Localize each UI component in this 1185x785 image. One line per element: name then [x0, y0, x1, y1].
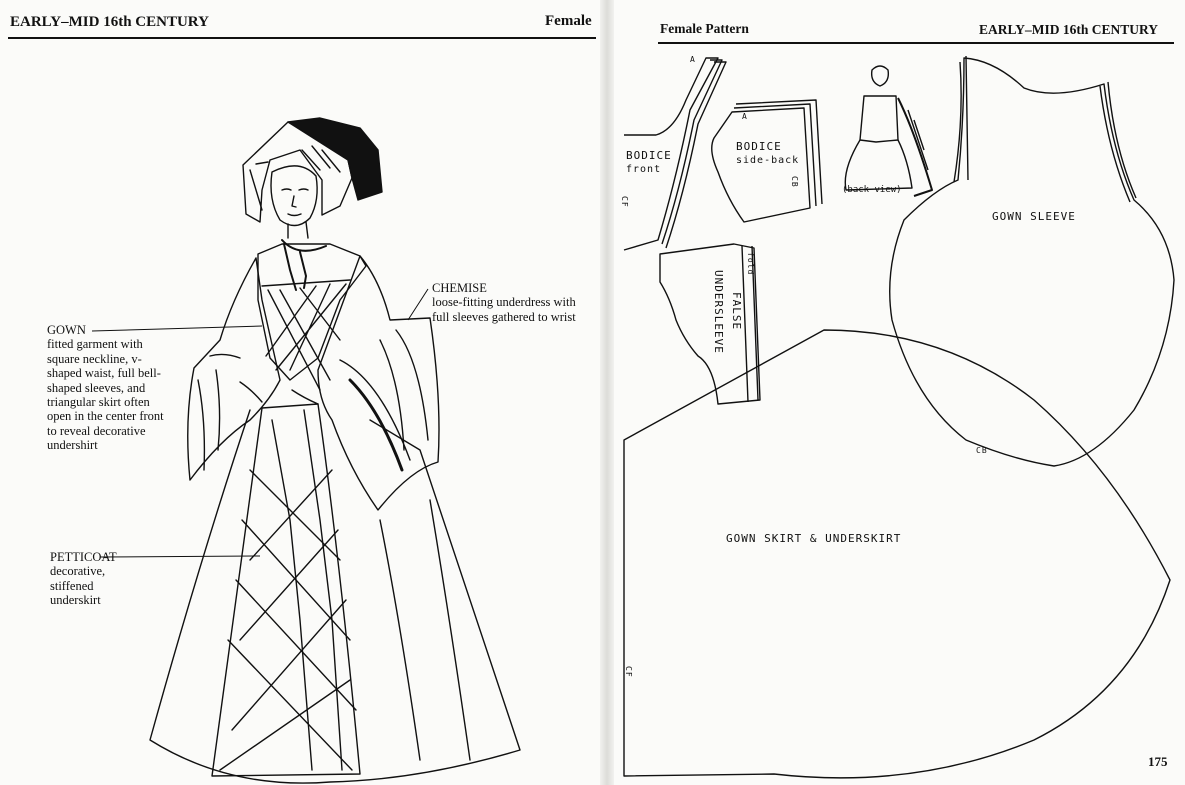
bodice-front-label-1: BODICE [626, 149, 672, 162]
cb-mark-sideback: CB [790, 176, 799, 188]
pattern-diagram [623, 55, 1175, 779]
right-sleeve [317, 255, 440, 511]
gown-label-title: GOWN [47, 323, 86, 337]
gown-illustration [91, 117, 521, 784]
bodice-sideback-piece [711, 99, 823, 223]
chemise-label-description: loose-fitting underdress with full sleev… [432, 295, 576, 324]
back-view-label: (back view) [842, 185, 902, 195]
gown-skirt-piece [623, 329, 1171, 779]
petticoat-label-title: PETTICOAT [50, 550, 117, 564]
cb-mark-skirt: CB [976, 446, 988, 455]
fold-mark: fold [746, 252, 755, 276]
gown-skirt [149, 409, 521, 784]
gown-sleeve-piece [889, 55, 1175, 467]
gown-skirt-label: GOWN SKIRT & UNDERSKIRT [726, 532, 902, 545]
page-number: 175 [1148, 754, 1168, 769]
right-header-section: EARLY–MID 16th CENTURY [979, 22, 1159, 37]
left-page: EARLY–MID 16th CENTURY Female [8, 13, 596, 784]
cf-mark-bodice: CF [620, 196, 629, 208]
petticoat-leader-line [99, 555, 261, 558]
hood-veil [287, 117, 383, 201]
a-mark-sideback: A [742, 112, 748, 121]
a-mark-front: A [690, 55, 696, 64]
bodice-sideback-label-2: side-back [736, 155, 800, 166]
right-header-title: Female Pattern [660, 21, 749, 36]
false-undersleeve-label-1: FALSE [730, 292, 743, 331]
back-view-sketch [844, 65, 933, 197]
left-header-rule [8, 37, 596, 39]
left-header-section: Female [545, 13, 592, 29]
bodice-front-label: BODICE front [626, 149, 672, 175]
chemise-leader-line [407, 288, 429, 321]
petticoat-panel [211, 403, 361, 777]
cf-mark-skirt: CF [624, 666, 633, 678]
bodice-front-piece [623, 57, 727, 251]
chemise-label: CHEMISE loose-fitting underdress with fu… [432, 281, 582, 324]
petticoat-label-description: decorative, stiffened underskirt [50, 564, 106, 608]
gown-label: GOWN fitted garment with square neckline… [47, 323, 207, 453]
bodice-sideback-label: BODICE side-back [736, 140, 799, 166]
gown-label-description: fitted garment with square neckline, v-s… [47, 337, 164, 453]
book-gutter [600, 0, 614, 785]
false-undersleeve-label-2: UNDERSLEEVE [712, 270, 725, 354]
right-header-rule [658, 42, 1174, 44]
face [270, 165, 318, 227]
petticoat-label: PETTICOAT decorative, stiffened underski… [50, 550, 160, 608]
false-undersleeve-piece [659, 243, 761, 405]
bodice [257, 243, 367, 381]
bodice-front-label-2: front [626, 164, 662, 175]
right-page: Female Pattern EARLY–MID 16th CENTURY [614, 0, 1185, 785]
chemise-label-title: CHEMISE [432, 281, 487, 295]
gown-leader-line [91, 325, 263, 332]
gown-sleeve-label: GOWN SLEEVE [992, 210, 1076, 223]
bodice-sideback-label-1: BODICE [736, 140, 782, 153]
left-sleeve [187, 257, 281, 481]
left-header-title: EARLY–MID 16th CENTURY [10, 14, 209, 30]
